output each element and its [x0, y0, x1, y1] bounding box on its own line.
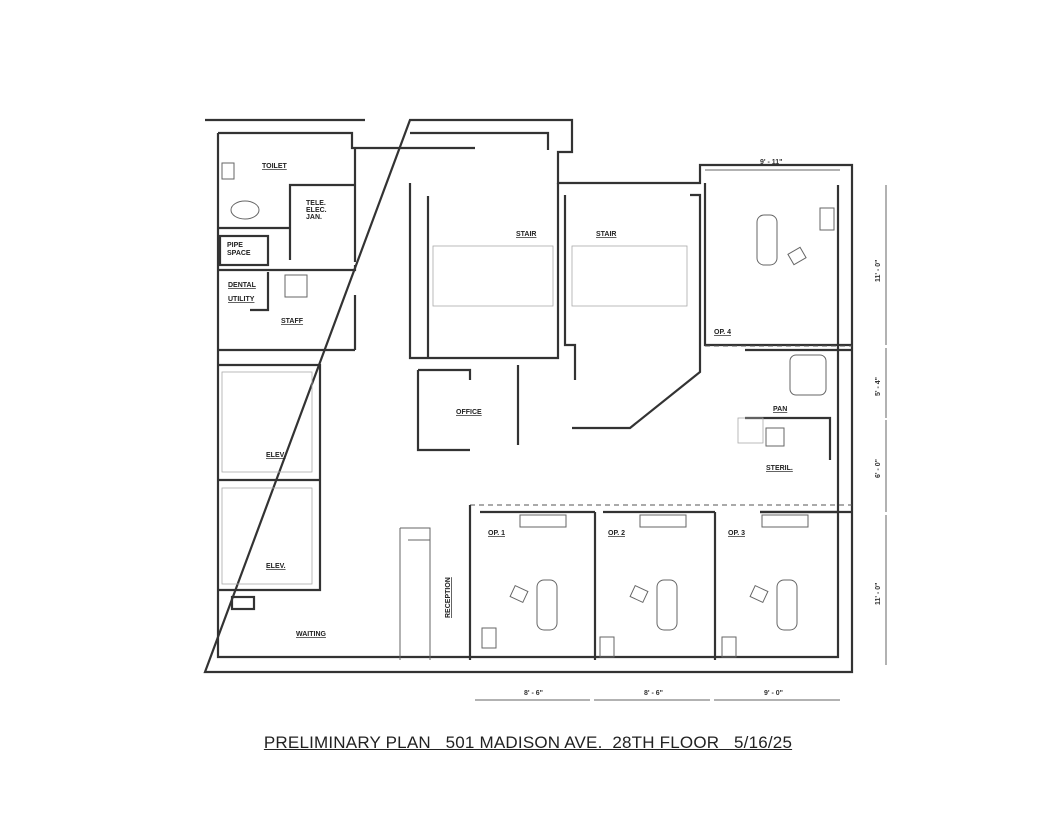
room-label-elev-1: ELEV.	[266, 452, 286, 459]
room-label-jan: JAN.	[306, 214, 322, 221]
outer-wall	[203, 118, 854, 674]
room-label-pan: PAN	[773, 406, 787, 413]
room-label-steril: STERIL.	[766, 465, 793, 472]
dim-op4-width: 9' - 11"	[760, 159, 783, 166]
toilet-walls	[218, 148, 357, 272]
room-label-op2: OP. 2	[608, 530, 625, 537]
plan-title: PRELIMINARY PLAN 501 MADISON AVE. 28TH F…	[263, 733, 793, 752]
room-label-op4: OP. 4	[714, 329, 731, 336]
dental-chairs-op1-3	[481, 514, 809, 658]
room-label-utility: UTILITY	[228, 296, 255, 303]
toilet-sink-icon	[221, 162, 235, 180]
dim-op1-width: 8' - 6"	[524, 690, 543, 697]
room-label-pipe: PIPE	[227, 242, 243, 249]
dim-pan-depth: 5' - 4"	[875, 377, 882, 396]
room-label-stair-2: STAIR	[596, 231, 616, 238]
elevator-1	[221, 371, 313, 473]
sink-icon-op4	[819, 207, 835, 231]
pipe-space-box	[218, 234, 270, 267]
office-walls	[416, 365, 520, 452]
room-label-op3: OP. 3	[728, 530, 745, 537]
toilet-fixture-icon	[230, 200, 260, 220]
room-label-office: OFFICE	[456, 409, 482, 416]
steril-sink-icon	[765, 427, 785, 447]
room-label-op1: OP. 1	[488, 530, 505, 537]
room-label-elev-2: ELEV.	[266, 563, 286, 570]
room-label-dental: DENTAL	[228, 282, 257, 289]
op-walls	[468, 505, 838, 660]
dim-op4-depth: 11' - 0"	[875, 260, 882, 283]
waiting-bench	[230, 595, 256, 611]
room-label-tele: TELE.	[306, 200, 326, 207]
dim-op2-width: 8' - 6"	[644, 690, 663, 697]
elevator-2	[221, 487, 313, 585]
stair-2-walls	[563, 193, 702, 430]
dim-op3-width: 9' - 0"	[764, 690, 783, 697]
room-label-space: SPACE	[227, 250, 251, 257]
room-label-stair-1: STAIR	[516, 231, 536, 238]
dim-steril-depth: 6' - 0"	[875, 459, 882, 478]
room-label-staff: STAFF	[281, 318, 304, 325]
room-label-elec: ELEC.	[306, 207, 327, 214]
dental-chair-op4	[756, 214, 807, 266]
room-label-reception: RECEPTION	[445, 577, 452, 618]
stair-1-walls	[408, 183, 560, 360]
pan-xray-icon	[789, 354, 827, 396]
room-label-waiting: WAITING	[296, 631, 326, 638]
dim-ops-depth: 11' - 0"	[875, 583, 882, 606]
sink-icon	[284, 274, 308, 298]
room-label-toilet: TOILET	[262, 163, 287, 170]
counter	[737, 417, 764, 444]
